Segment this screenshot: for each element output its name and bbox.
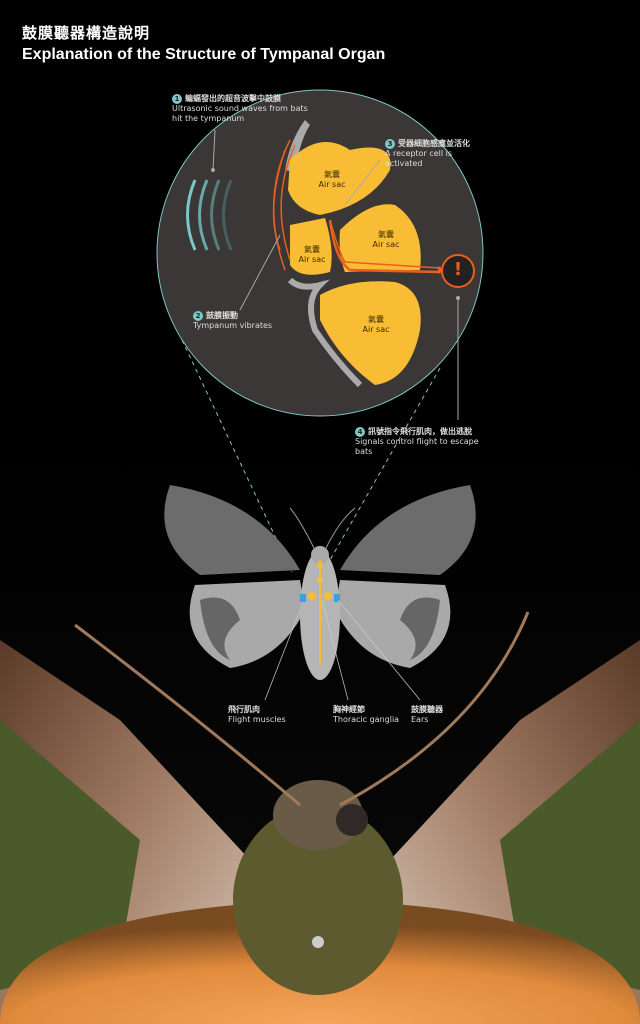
- step-number: 2: [193, 311, 203, 321]
- air-sac-en: Air sac: [372, 240, 400, 249]
- air-sac-1: [288, 142, 391, 215]
- step-en: Signals control flight to escape bats: [355, 437, 479, 456]
- step-en: A receptor cell is activated: [385, 149, 453, 168]
- air-sac-3: [339, 204, 421, 272]
- step-number: 4: [355, 427, 365, 437]
- air-sac-en: Air sac: [298, 255, 326, 264]
- step-zh: 鼓膜振動: [206, 311, 238, 320]
- label-zh: 鼓膜聽器: [411, 705, 443, 714]
- air-sac-en: Air sac: [318, 180, 346, 189]
- air-sac-en: Air sac: [362, 325, 390, 334]
- label-en: Thoracic ganglia: [333, 715, 400, 724]
- label-zh: 飛行肌肉: [228, 705, 260, 714]
- air-sac-zh: 氣囊: [368, 315, 384, 324]
- air-sac-4: [320, 281, 421, 385]
- label-zh: 胸神經節: [333, 705, 365, 714]
- step-number: 3: [385, 139, 395, 149]
- sound-waves-icon: [186, 179, 233, 251]
- step-en: Tympanum vibrates: [193, 321, 273, 330]
- label-en: Ears: [411, 715, 429, 724]
- step-en: Ultrasonic sound waves from bats hit the…: [172, 104, 308, 123]
- moth-photo: [0, 611, 640, 1024]
- step-zh: 蝙蝠發出的超音波擊中鼓膜: [185, 94, 281, 103]
- air-sac-zh: 氣囊: [304, 245, 320, 254]
- step-zh: 受器細胞感應並活化: [398, 139, 470, 148]
- step-number: 1: [172, 94, 182, 104]
- alert-symbol: !: [453, 259, 463, 280]
- moth-diagram: [164, 485, 476, 701]
- label-en: Flight muscles: [228, 715, 286, 724]
- alert-icon: [441, 254, 475, 288]
- title-chinese: 鼓膜聽器構造說明: [22, 24, 151, 42]
- title-english: Explanation of the Structure of Tympanal…: [22, 46, 386, 63]
- air-sac-2: [290, 218, 332, 275]
- air-sac-zh: 氣囊: [378, 230, 394, 239]
- tympanal-organ-magnified: [156, 89, 484, 420]
- step-zh: 訊號指令飛行肌肉，做出逃脫: [368, 427, 472, 436]
- air-sac-zh: 氣囊: [324, 170, 340, 179]
